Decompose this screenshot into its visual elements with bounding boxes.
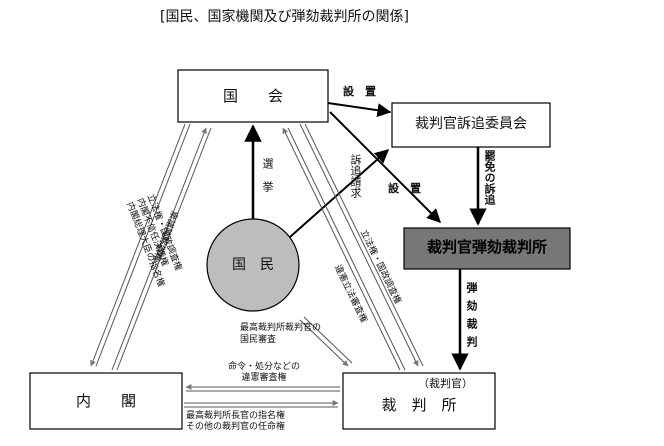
saibansho-label: 裁 判 所 <box>381 396 457 414</box>
kokumin-label: 国 民 <box>232 257 274 273</box>
secchi-mid-label: 設 置 <box>388 182 421 195</box>
shimei-label: 最高裁判所長官の指名権 その他の裁判官の任命権 <box>186 411 286 432</box>
naikaku-label: 内 閣 <box>75 392 136 410</box>
secchi-top-arrow <box>327 102 392 118</box>
meirei-arrow <box>185 384 340 392</box>
naikaku-box <box>29 372 183 430</box>
naikaku-to-kokkai-arrow <box>111 127 212 371</box>
secchi-mid-arrow <box>329 111 441 223</box>
kokkai-box <box>177 69 329 123</box>
saibansho-to-kokkai-arrow <box>282 127 406 371</box>
saibansho-box <box>342 372 496 430</box>
kokkai-label: 国 会 <box>222 87 283 105</box>
kokkai-to-naikaku-arrow <box>90 123 191 367</box>
kokumin-shinsa-arrow <box>299 316 353 367</box>
kokkai-to-saibansho-arrow <box>299 123 424 367</box>
sotsui-box <box>391 102 551 148</box>
senkyo-label: 選挙 <box>261 158 274 204</box>
page-title: [国民、国家機関及び弾劾裁判所の関係] <box>160 9 409 25</box>
dangai-box <box>403 227 571 270</box>
meirei-label: 命令・処分などの 違憲審査権 <box>228 362 301 383</box>
secchi-top-label: 設 置 <box>343 85 376 98</box>
dangai-saiban-label: 弾劾裁判 <box>465 282 478 354</box>
sotsui-label: 裁判官訴追委員会 <box>415 116 527 132</box>
dangai-label: 裁判官弾劾裁判所 <box>426 238 547 256</box>
kokumin-shinsa-label: 最高裁判所裁判官の 国民審査 <box>240 323 322 345</box>
shimei-arrow <box>184 400 339 408</box>
sotsui-seikyu-label: 訴追請求 <box>349 154 362 198</box>
saibankan-label: （裁判官） <box>418 377 473 390</box>
himen-label: 罷免の訴追 <box>483 150 496 205</box>
